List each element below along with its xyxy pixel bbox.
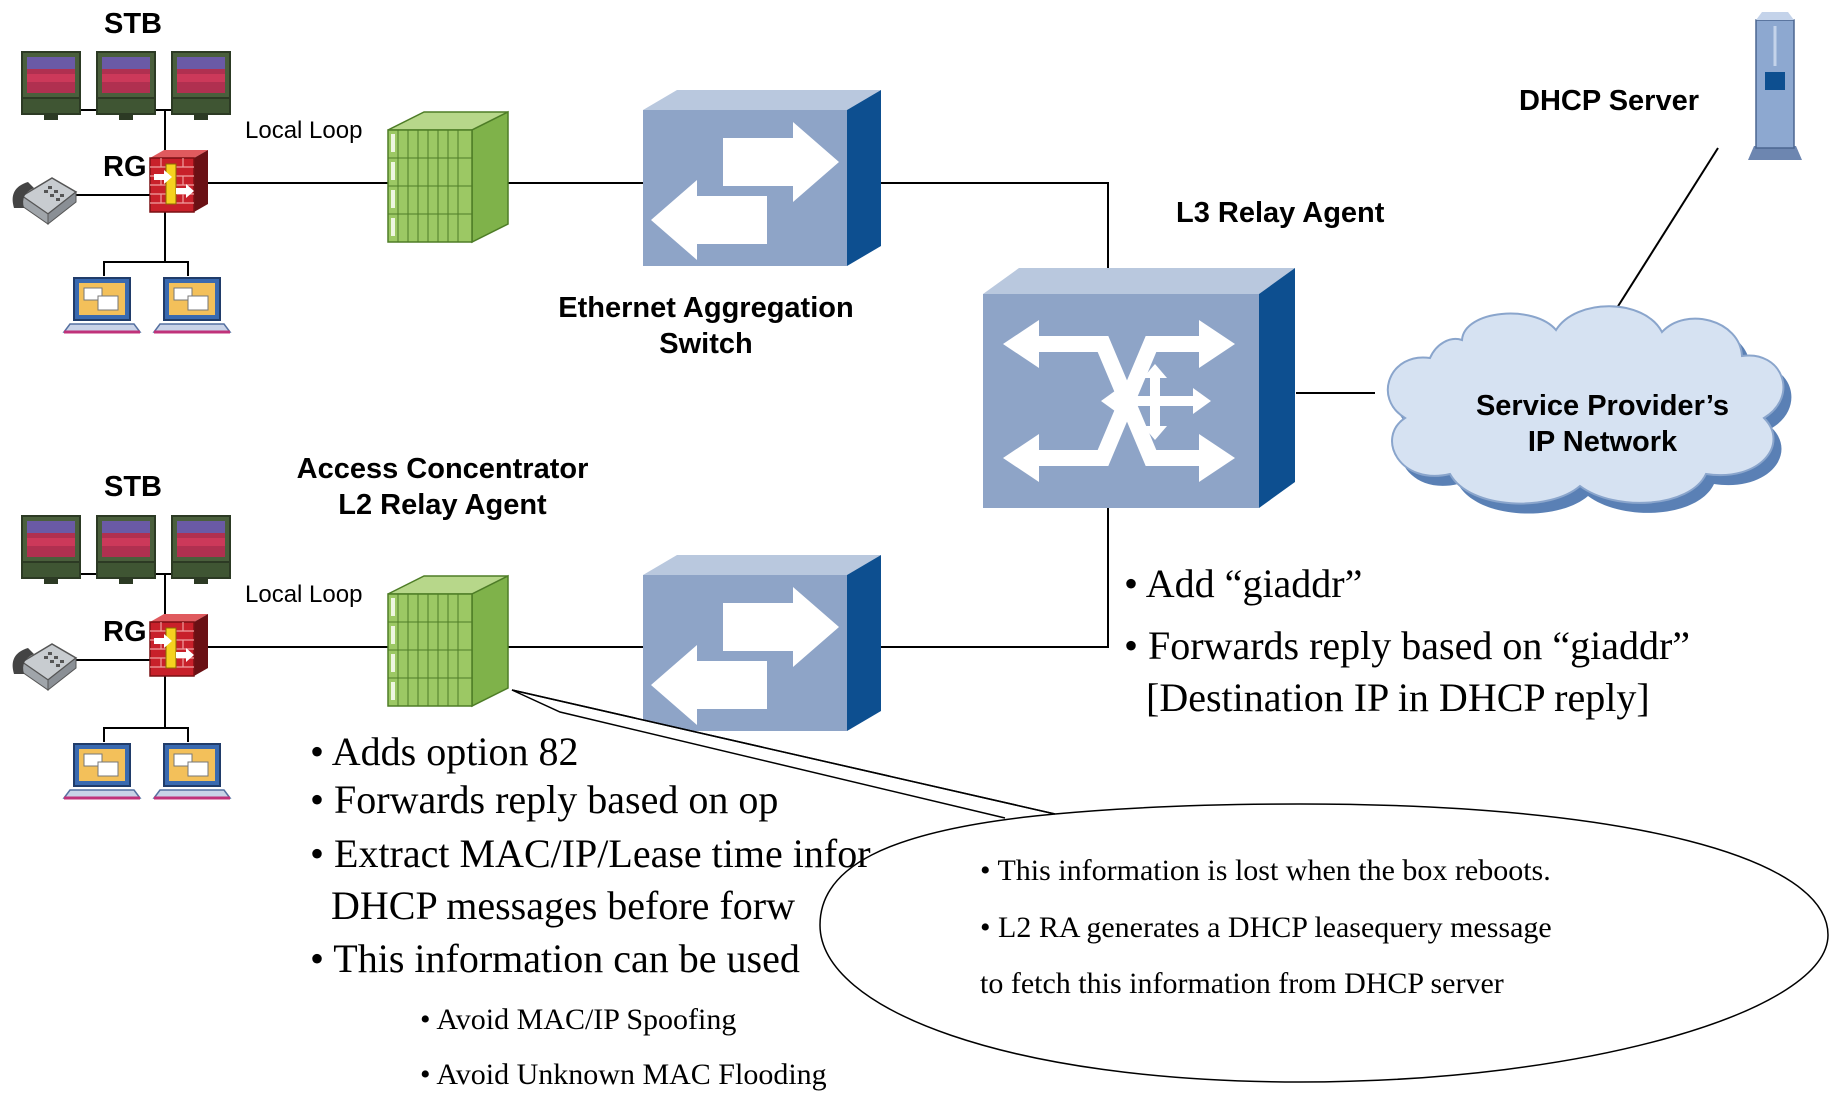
ethernet-aggregation-switch-top (643, 90, 881, 266)
callout-pointer-edge (511, 689, 1056, 815)
l2-note-information-used: • This information can be used (310, 936, 800, 981)
ethernet-switch-label: Ethernet Aggregation Switch (530, 290, 882, 363)
residential-gateway-top (149, 149, 209, 213)
l3-switch-top-face (983, 268, 1295, 294)
stb-monitor-bottom-3 (171, 515, 231, 585)
stb-monitor-top-3 (171, 51, 231, 121)
stb-monitor-top-2 (96, 51, 156, 121)
access-concentrator-bottom (387, 575, 509, 707)
callout-line-3: to fetch this information from DHCP serv… (980, 967, 1504, 1000)
server-base (1748, 146, 1802, 160)
l3-arrow-right-top (1199, 320, 1235, 368)
l3-arrow-left-bottom (1003, 434, 1039, 482)
access-concentrator-top (387, 111, 509, 243)
switch-to-l3-top (878, 182, 1109, 283)
l2-note-dhcp-messages: DHCP messages before forw (331, 883, 795, 928)
ethernet-switch-label-line2: Switch (659, 328, 753, 361)
stb-label-bottom: STB (104, 471, 162, 503)
dhcp-server-label: DHCP Server (1519, 85, 1700, 117)
l3-relay-agent-switch (983, 268, 1295, 508)
laptop-top-2 (152, 276, 232, 334)
cloud-label-line1: Service Provider’s (1475, 390, 1730, 422)
stb-label-top: STB (104, 8, 162, 40)
ethernet-aggregation-switch-bottom (643, 555, 881, 731)
phone-icon-bottom (11, 643, 77, 691)
stb-monitor-top-1 (21, 51, 81, 121)
callout-line-2: • L2 RA generates a DHCP leasequery mess… (980, 911, 1552, 944)
stb-monitor-bottom-1 (21, 515, 81, 585)
dhcp-server-icon (1748, 12, 1802, 160)
access-concentrator-label-line1: Access Concentrator (296, 453, 589, 485)
ethernet-switch-label-line1: Ethernet Aggregation (558, 292, 854, 324)
cloud-label-line2: IP Network (1527, 426, 1678, 459)
l3-arrow-right-bottom (1199, 434, 1235, 482)
server-top (1756, 12, 1794, 20)
phone-icon-top (11, 177, 77, 225)
l3-cross-arrow-u (1143, 364, 1167, 378)
l3-note-add-giaddr: • Add “giaddr” (1124, 561, 1363, 606)
l2-note-extract-info: • Extract MAC/IP/Lease time infor (310, 831, 871, 876)
service-provider-cloud (1386, 305, 1792, 514)
callout-bubble (511, 689, 1829, 1083)
stb-monitor-bottom-2 (96, 515, 156, 585)
l2-note-forwards-reply: • Forwards reply based on op (310, 777, 779, 822)
switch-to-l3-bottom (878, 505, 1109, 648)
access-concentrator-label-line2: L2 Relay Agent (338, 489, 547, 522)
l3-cross-arrow-d (1143, 426, 1167, 440)
residential-gateway-bottom (149, 613, 209, 677)
callout-line-1: • This information is lost when the box … (980, 854, 1551, 887)
cloud-label: Service Provider’s IP Network (1425, 388, 1780, 461)
local-loop-label-bottom: Local Loop (245, 581, 363, 608)
laptop-top-1 (62, 276, 142, 334)
laptop-bus-top (103, 261, 189, 276)
rg-label-bottom: RG (103, 616, 147, 648)
l3-note-destination-ip: [Destination IP in DHCP reply] (1146, 675, 1650, 720)
l2-subnote-unknown-mac-flooding: • Avoid Unknown MAC Flooding (420, 1058, 827, 1091)
laptop-bottom-2 (152, 742, 232, 800)
local-loop-label-top: Local Loop (245, 117, 363, 144)
l2-note-adds-option-82: • Adds option 82 (310, 729, 579, 774)
access-concentrator-label: Access Concentrator L2 Relay Agent (255, 451, 630, 524)
l3-cross-arrow-l (1101, 388, 1119, 414)
l3-switch-side-face (1259, 268, 1295, 508)
cloud-body (1386, 305, 1785, 505)
laptop-bus-bottom (103, 727, 189, 742)
l3-relay-agent-label: L3 Relay Agent (1176, 197, 1385, 229)
l3-note-forwards-reply: • Forwards reply based on “giaddr” (1124, 623, 1691, 668)
cloud-to-server-line (1602, 147, 1719, 331)
l3-cross-v (1150, 372, 1160, 432)
server-drive (1765, 72, 1785, 90)
laptop-bottom-1 (62, 742, 142, 800)
l3-arrow-left-top (1003, 320, 1039, 368)
rg-label-top: RG (103, 151, 147, 183)
l3-cross-arrow-r (1193, 388, 1211, 414)
l2-subnote-mac-ip-spoofing: • Avoid MAC/IP Spoofing (420, 1003, 737, 1036)
